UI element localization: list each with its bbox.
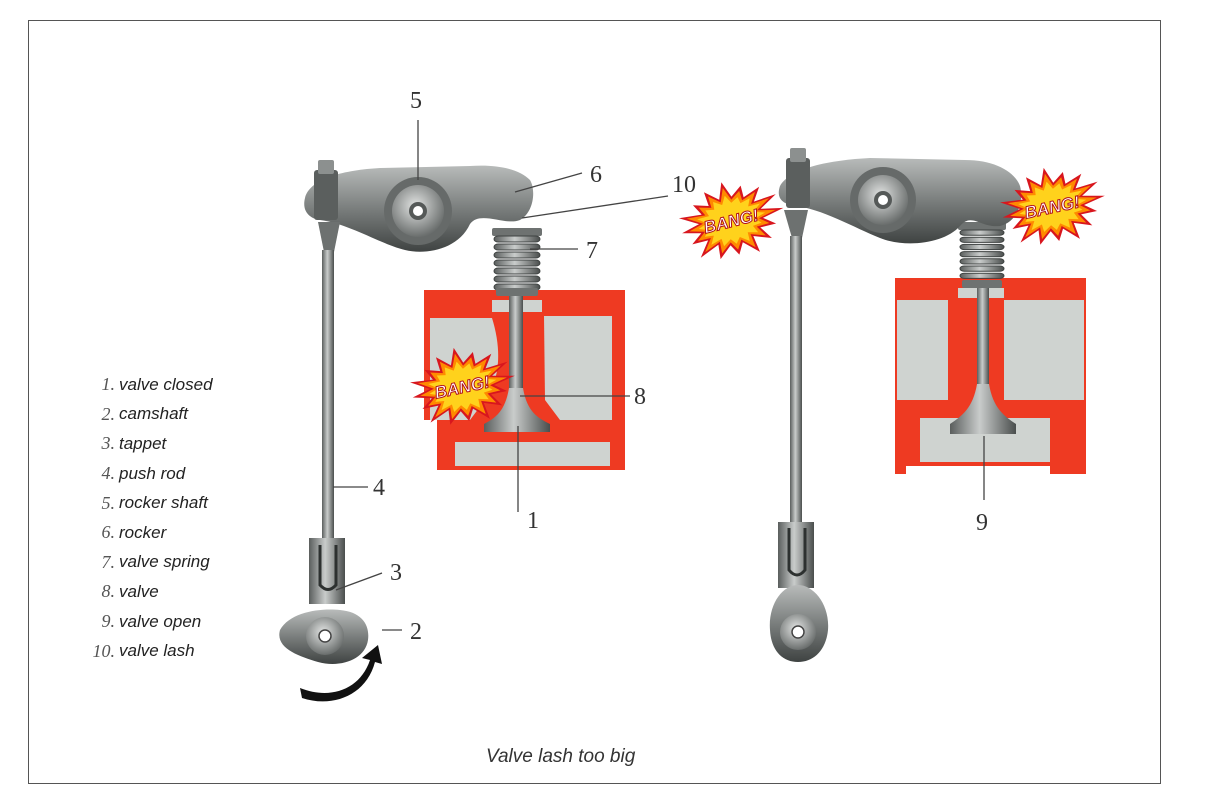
legend-item: 4.push rod — [101, 463, 186, 484]
legend-item: 3.tappet — [101, 433, 167, 454]
left-assembly — [279, 160, 625, 702]
callout-2: 2 — [410, 619, 422, 645]
right-camshaft — [769, 585, 829, 662]
left-tappet — [309, 538, 345, 604]
left-rocker-arm — [304, 160, 534, 252]
bang-burst-push-rod: BANG! — [678, 182, 784, 260]
left-camshaft — [279, 609, 369, 664]
callout-7: 7 — [586, 238, 598, 264]
legend-item: 5.rocker shaft — [101, 492, 208, 513]
callout-numbers: 5 6 10 7 8 1 4 3 2 9 — [373, 88, 988, 645]
legend-item: 1.valve closed — [101, 374, 213, 395]
callout-4: 4 — [373, 475, 385, 501]
right-push-rod — [784, 210, 808, 566]
callout-8: 8 — [634, 384, 646, 410]
left-push-rod — [318, 222, 340, 580]
callout-3: 3 — [390, 560, 402, 586]
legend-list: 1.valve closed 2.camshaft 3.tappet 4.pus… — [70, 370, 213, 666]
bang-burst-valve-seat: BANG! — [410, 347, 515, 425]
bang-burst-rocker-tip: BANG! — [1000, 167, 1105, 245]
right-assembly — [769, 148, 1086, 662]
diagram-frame — [28, 20, 1161, 784]
callout-10: 10 — [672, 172, 696, 198]
right-valve — [950, 280, 1016, 434]
legend-item: 9.valve open — [101, 611, 202, 632]
legend-item: 10.valve lash — [92, 640, 195, 661]
legend-item: 2.camshaft — [101, 403, 188, 424]
legend-item: 6.rocker — [101, 522, 167, 543]
callout-9: 9 — [976, 510, 988, 536]
right-rocker-arm — [778, 148, 1022, 244]
right-cylinder-head — [895, 278, 1086, 474]
leader-lines — [333, 120, 985, 631]
left-valve — [484, 290, 550, 432]
callout-5: 5 — [410, 88, 422, 114]
callout-6: 6 — [590, 162, 602, 188]
rotation-arrow — [300, 645, 382, 702]
legend-item: 7.valve spring — [101, 551, 210, 572]
figure-caption: Valve lash too big — [486, 746, 636, 767]
right-tappet — [778, 522, 814, 588]
left-valve-spring — [492, 228, 542, 296]
callout-1: 1 — [527, 508, 539, 534]
legend-item: 8.valve — [101, 581, 159, 602]
right-valve-spring — [958, 222, 1006, 288]
